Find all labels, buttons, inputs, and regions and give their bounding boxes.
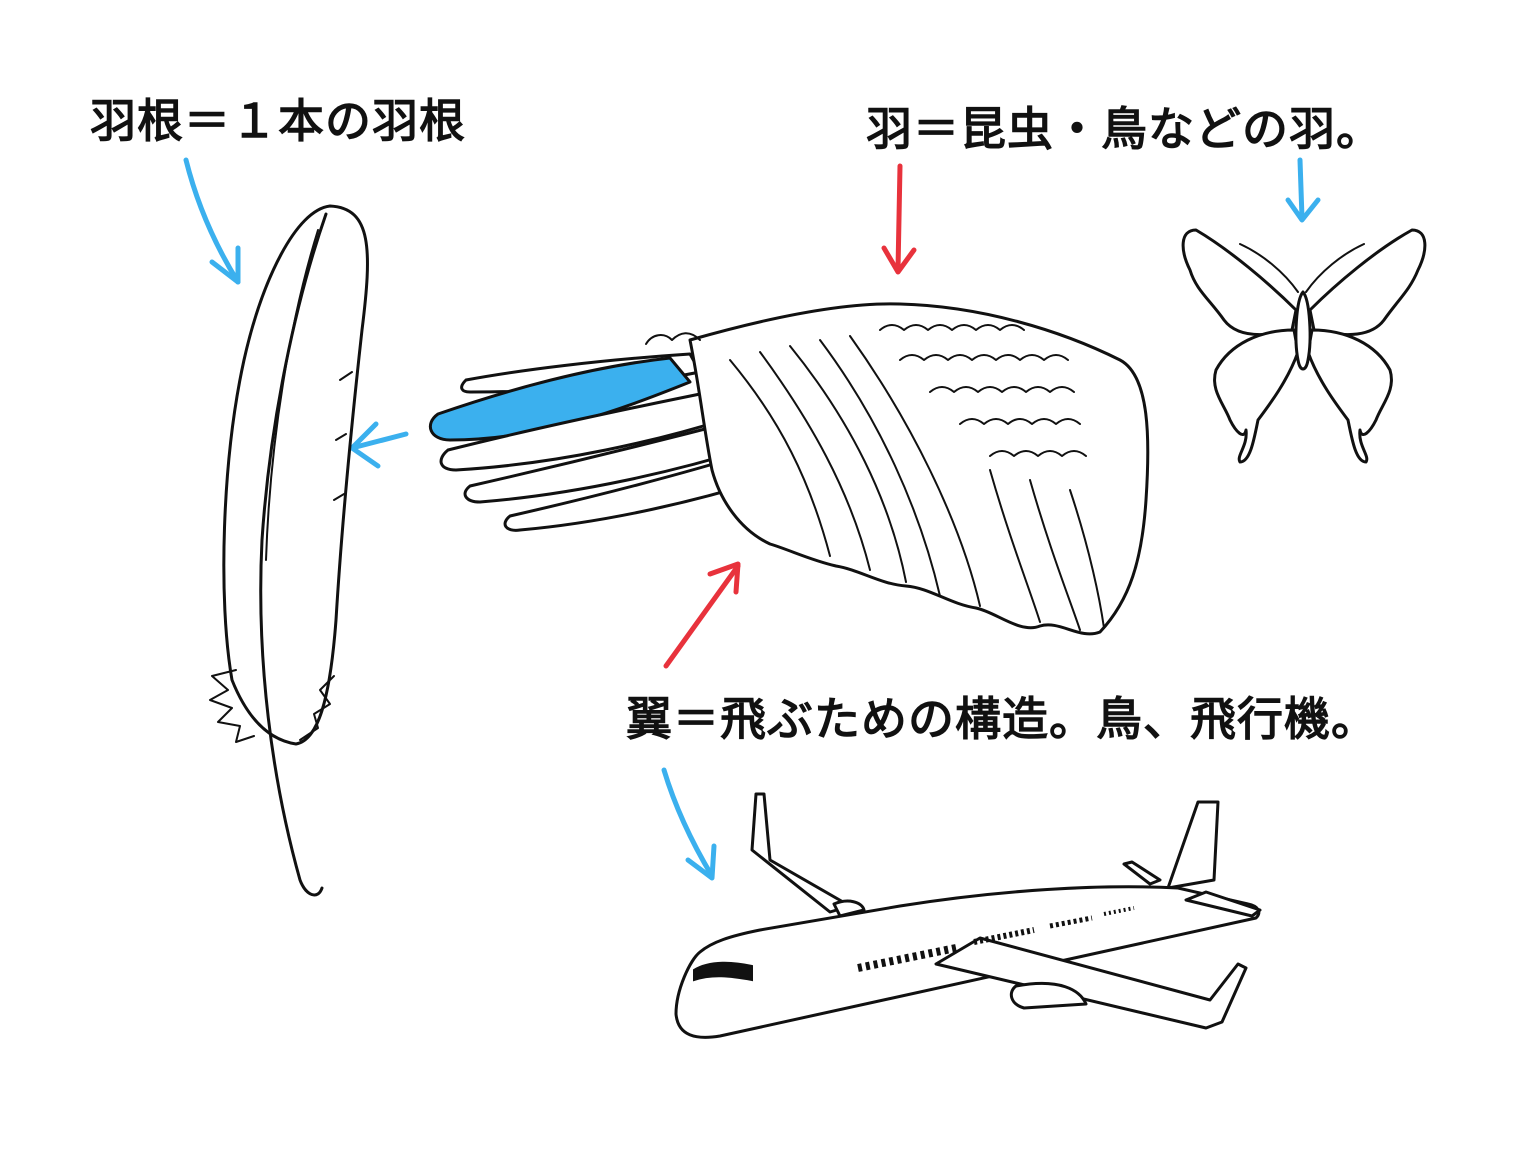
arrow-tsubasa-label-to-bird-wing (663, 561, 741, 669)
arrow-tsubasa-label-to-airplane (661, 767, 717, 881)
feather-icon (209, 204, 369, 897)
arrow-wing-label-to-bird-wing (881, 163, 917, 275)
airplane-icon (674, 792, 1262, 1039)
wing-label: 羽＝昆虫・鳥などの羽。 (866, 102, 1383, 156)
arrow-feather-label-to-feather (183, 157, 241, 285)
feather-label: 羽根＝１本の羽根 (90, 94, 466, 148)
butterfly-icon (1181, 228, 1427, 464)
arrow-wing-to-feather (349, 421, 409, 469)
arrow-wing-label-to-butterfly (1285, 157, 1321, 223)
tsubasa-label: 翼＝飛ぶための構造。鳥、飛行機。 (626, 692, 1378, 746)
bird-wing-icon (428, 302, 1150, 636)
